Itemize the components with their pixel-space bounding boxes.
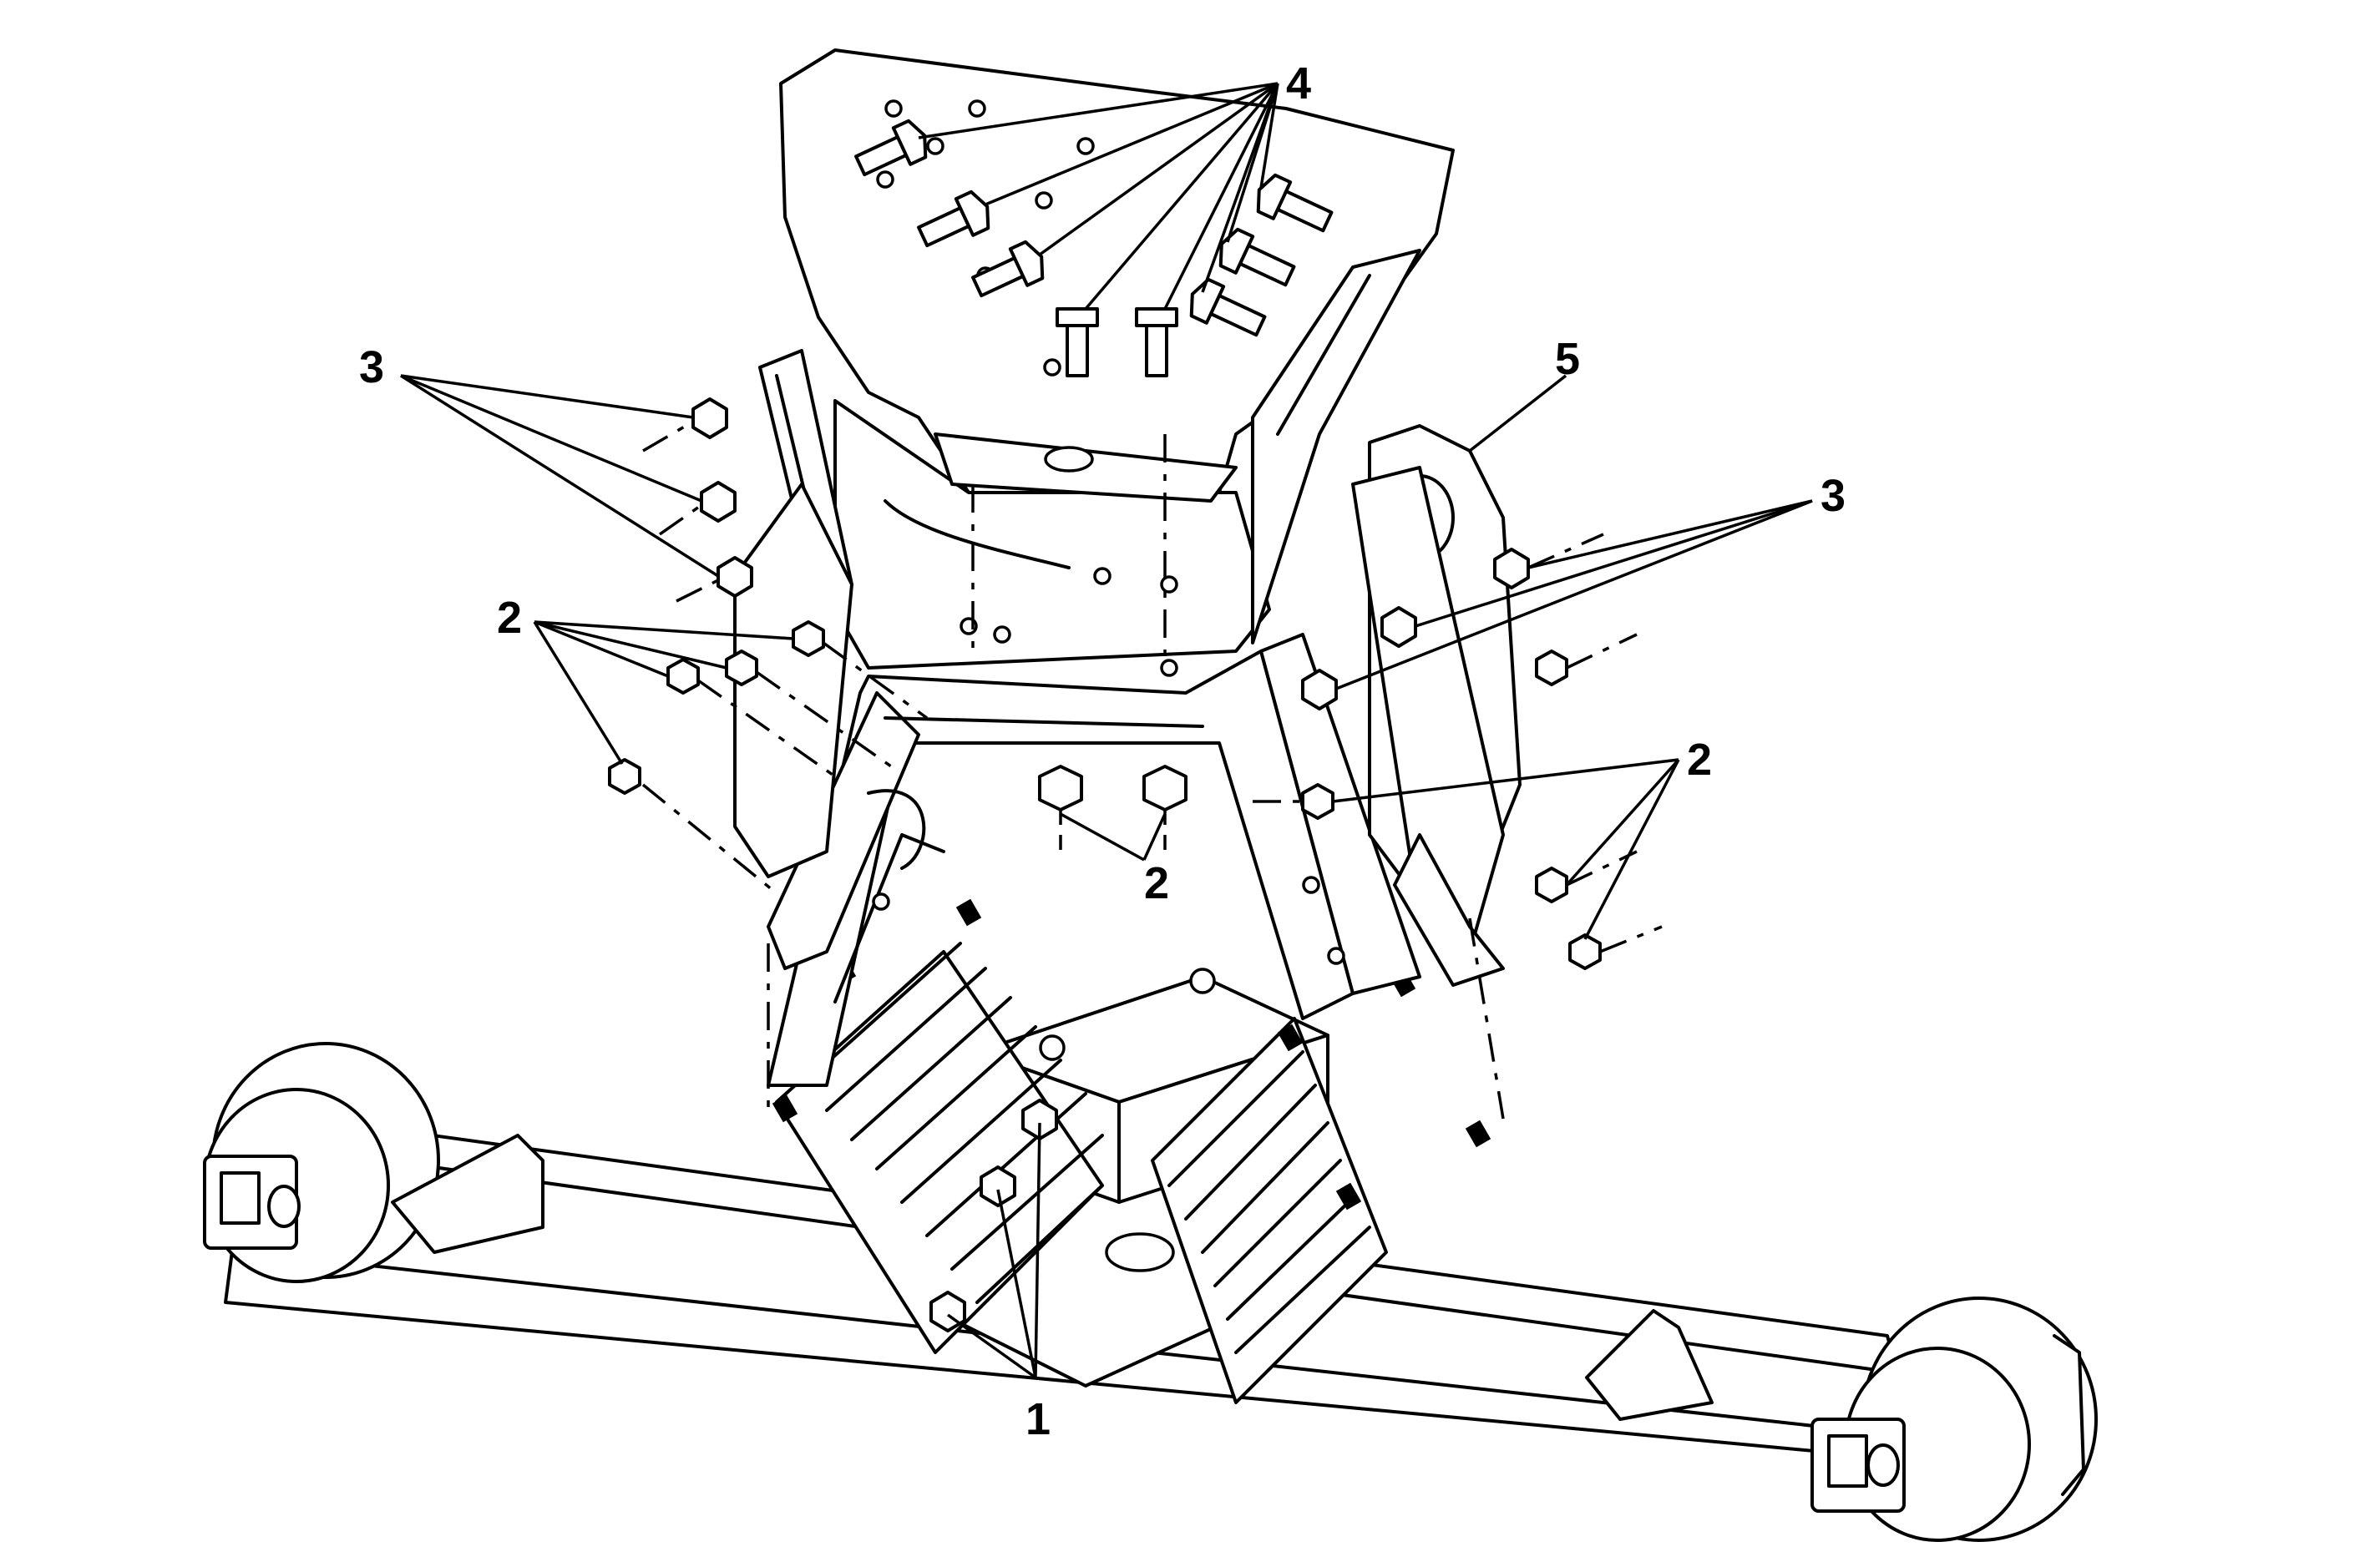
callout-2-right: 2 (1687, 735, 1712, 785)
crossmember (203, 898, 2098, 1542)
callouts: 4 3 3 5 2 2 2 1 (359, 58, 1846, 1444)
left-corrugated-mount (775, 942, 1104, 1354)
callout-1: 1 (1025, 1394, 1051, 1444)
bolt (1135, 307, 1178, 377)
callout-4: 4 (1286, 58, 1311, 109)
nuts (608, 397, 1602, 970)
bolt (1256, 173, 1334, 233)
bolts (854, 119, 1334, 377)
callout-3-right: 3 (1820, 471, 1846, 521)
bolt (917, 190, 990, 248)
right-bushing (1810, 1297, 2098, 1542)
bolt (971, 240, 1045, 298)
callout-3-left: 3 (359, 342, 384, 392)
lower-bracket (767, 633, 1421, 1087)
left-bushing (203, 1042, 440, 1283)
right-corrugated-mount (1151, 1017, 1388, 1404)
bolt (1056, 307, 1099, 377)
upper-bracket-holes (876, 99, 1178, 677)
leader-lines (400, 82, 1813, 1379)
bolt (1189, 277, 1267, 337)
callout-2-left: 2 (497, 593, 522, 643)
callout-5: 5 (1555, 334, 1580, 384)
callout-2-center: 2 (1144, 858, 1169, 908)
assembly-lines (641, 420, 1663, 1120)
bolt (854, 119, 928, 177)
